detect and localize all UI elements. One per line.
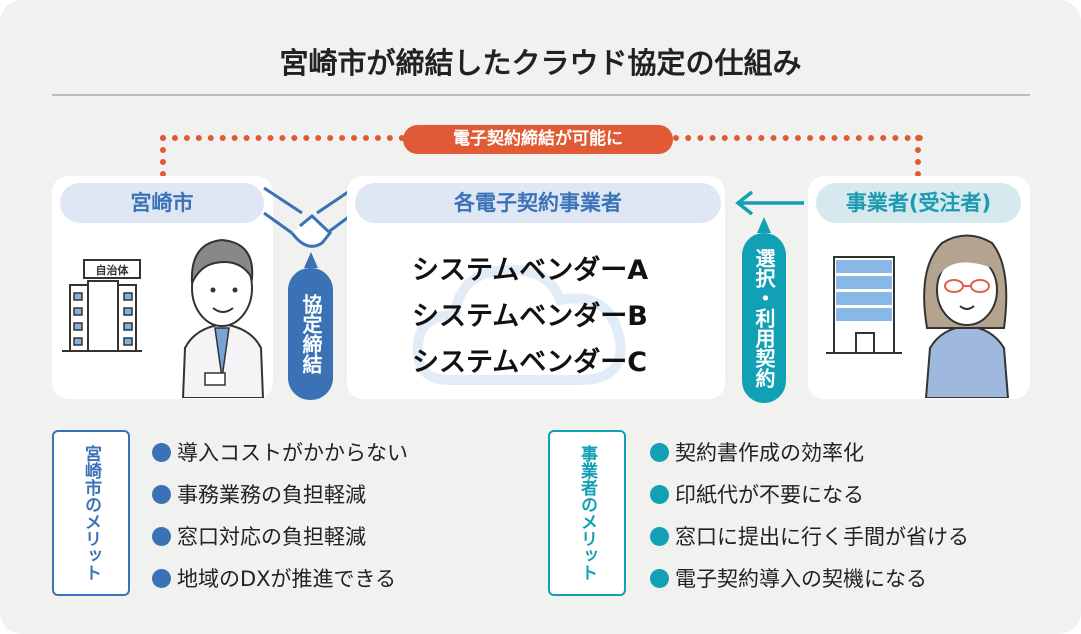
business-label: 事業者(受注者) bbox=[816, 183, 1021, 223]
business-person-avatar bbox=[923, 234, 1010, 398]
merit-text: 印紙代が不要になる bbox=[675, 483, 864, 507]
vendor-b: システムベンダーB bbox=[412, 301, 648, 332]
list-item: 地域のDXが推進できる bbox=[152, 563, 408, 593]
select-contract-bubble: 選択・利用契約 bbox=[742, 217, 786, 403]
city-label: 宮崎市 bbox=[60, 183, 264, 223]
bullet-icon bbox=[152, 568, 171, 588]
vendor-c: システムベンダーC bbox=[412, 347, 648, 378]
list-item: 導入コストがかからない bbox=[152, 437, 408, 467]
bullet-icon bbox=[152, 526, 171, 546]
list-item: 契約書作成の効率化 bbox=[650, 437, 969, 467]
merit-text: 窓口対応の負担軽減 bbox=[177, 525, 366, 549]
city-hall-building-icon: 自治体 bbox=[62, 259, 142, 352]
dotted-connector-left-down bbox=[160, 135, 166, 177]
city-staff-avatar bbox=[181, 238, 265, 398]
vendors-label: 各電子契約事業者 bbox=[355, 183, 721, 223]
page-title: 宮崎市が締結したクラウド協定の仕組み bbox=[279, 46, 802, 80]
merit-text: 事務業務の負担軽減 bbox=[177, 483, 366, 507]
vendor-a: システムベンダーA bbox=[412, 255, 649, 286]
bullet-icon bbox=[650, 442, 669, 462]
bullet-icon bbox=[650, 484, 669, 504]
merit-text: 窓口に提出に行く手間が省ける bbox=[675, 525, 969, 549]
bullet-icon bbox=[650, 568, 669, 588]
arrow-left-icon bbox=[735, 190, 804, 216]
e-contract-banner: 電子契約締結が可能に bbox=[403, 125, 673, 154]
agreement-bubble: 協定締結 bbox=[288, 252, 333, 400]
list-item: 電子契約導入の契機になる bbox=[650, 563, 969, 593]
city-merits-label: 宮崎市のメリット bbox=[52, 430, 130, 596]
merit-text: 導入コストがかからない bbox=[177, 441, 408, 465]
bullet-icon bbox=[152, 484, 171, 504]
dotted-connector-right bbox=[673, 135, 923, 141]
city-merits-list: 導入コストがかからない 事務業務の負担軽減 窓口対応の負担軽減 地域のDXが推進… bbox=[152, 437, 408, 593]
divider bbox=[52, 94, 1030, 96]
building-sign: 自治体 bbox=[96, 263, 130, 277]
agreement-bubble-text: 協定締結 bbox=[299, 294, 323, 374]
list-item: 事務業務の負担軽減 bbox=[152, 479, 408, 509]
list-item: 印紙代が不要になる bbox=[650, 479, 969, 509]
cloud-icon bbox=[412, 264, 626, 385]
list-item: 窓口に提出に行く手間が省ける bbox=[650, 521, 969, 551]
merit-text: 地域のDXが推進できる bbox=[177, 567, 397, 591]
business-merits-label: 事業者のメリット bbox=[548, 430, 626, 596]
business-merits-list: 契約書作成の効率化 印紙代が不要になる 窓口に提出に行く手間が省ける 電子契約導… bbox=[650, 437, 969, 593]
bullet-icon bbox=[152, 442, 171, 462]
handshake-icon bbox=[263, 186, 355, 248]
office-building-icon bbox=[826, 256, 902, 354]
list-item: 窓口対応の負担軽減 bbox=[152, 521, 408, 551]
dotted-connector-right-down bbox=[915, 135, 921, 177]
merit-text: 契約書作成の効率化 bbox=[675, 441, 864, 465]
bullet-icon bbox=[650, 526, 669, 546]
dotted-connector-left bbox=[160, 135, 405, 141]
merit-text: 電子契約導入の契機になる bbox=[675, 567, 927, 591]
select-contract-bubble-text: 選択・利用契約 bbox=[752, 248, 776, 388]
